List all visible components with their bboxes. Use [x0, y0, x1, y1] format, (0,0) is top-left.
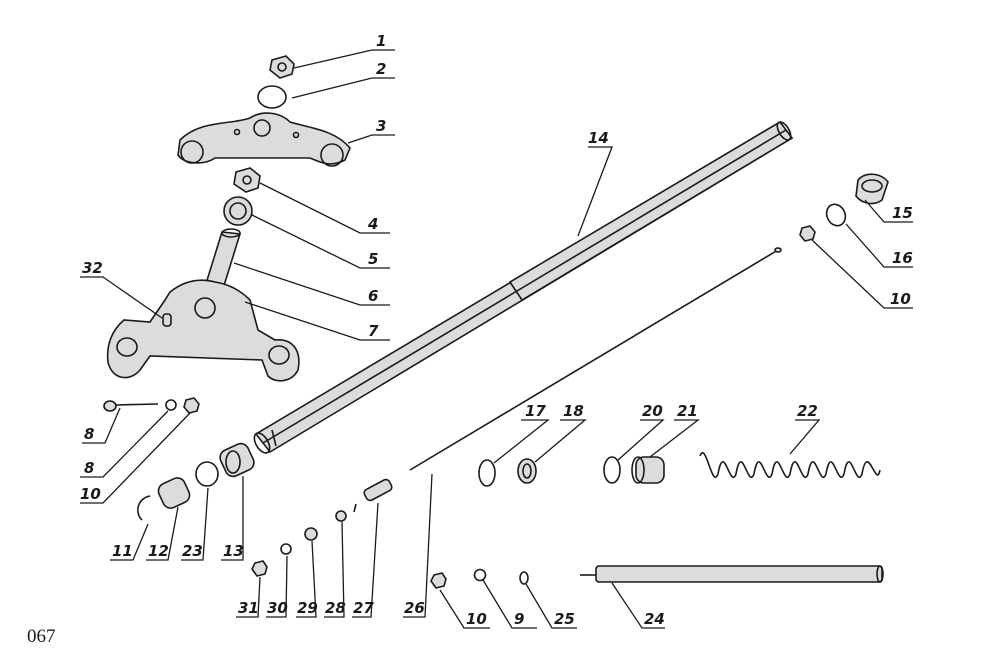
part-16-o-ring — [825, 203, 847, 227]
part-23-o-ring — [195, 461, 219, 487]
part-9-washer-left — [165, 399, 177, 411]
part-5-bearing — [223, 196, 253, 226]
callout-25: 25 — [554, 610, 575, 628]
callout-24: 24 — [644, 610, 665, 628]
callout-20: 20 — [642, 402, 663, 420]
page-number: 067 — [27, 626, 56, 647]
part-28-pin — [353, 503, 357, 513]
part-4-nut — [233, 167, 261, 193]
callout-23: 23 — [182, 542, 203, 560]
callout-16: 16 — [892, 249, 913, 267]
callout-8-washer: 8 — [84, 459, 94, 477]
callout-10-right: 10 — [890, 290, 911, 308]
callout-labels: 1 2 3 4 5 6 7 32 8 8 10 14 15 16 10 17 1… — [80, 32, 913, 628]
callout-1: 1 — [376, 32, 386, 50]
callout-15: 15 — [892, 204, 913, 222]
callout-17: 17 — [525, 402, 546, 420]
callout-6: 6 — [368, 287, 378, 305]
part-11-circlip — [137, 495, 151, 521]
callout-10-left: 10 — [80, 485, 101, 503]
callout-8-bolt: 8 — [84, 425, 94, 443]
part-15-cap-bolt — [855, 173, 889, 205]
part-7-lower-yoke — [106, 279, 300, 382]
callout-22: 22 — [797, 402, 818, 420]
callout-13: 13 — [223, 542, 244, 560]
part-31-nut — [251, 560, 268, 577]
part-27-valve — [363, 478, 393, 502]
part-25-washer — [519, 571, 529, 585]
part-1-nut — [269, 55, 295, 79]
leader-lines — [80, 49, 913, 629]
callout-5: 5 — [368, 250, 378, 268]
part-18-bushing — [517, 458, 537, 484]
callout-2: 2 — [376, 60, 386, 78]
callout-3: 3 — [376, 117, 386, 135]
part-3-upper-yoke — [177, 112, 351, 167]
part-24-damper-tube — [580, 565, 884, 583]
callout-10-bottom: 10 — [466, 610, 487, 628]
callout-26: 26 — [404, 599, 425, 617]
callout-27: 27 — [353, 599, 374, 617]
callout-9: 9 — [514, 610, 524, 628]
callout-30: 30 — [267, 599, 288, 617]
part-20-ring — [603, 456, 621, 484]
part-9-washer-bottom — [473, 568, 487, 582]
part-13-bushing — [219, 442, 255, 478]
part-26-damper-rod — [409, 247, 782, 471]
part-22-spring — [699, 452, 881, 478]
callout-28: 28 — [325, 599, 346, 617]
callout-4: 4 — [367, 215, 378, 233]
callout-18: 18 — [563, 402, 584, 420]
callout-14: 14 — [588, 129, 609, 147]
callout-31: 31 — [238, 599, 259, 617]
callout-21: 21 — [677, 402, 698, 420]
part-21-bushing — [631, 456, 665, 484]
part-32-pin — [162, 313, 172, 327]
part-28-washer — [335, 510, 347, 522]
part-12-seal — [157, 477, 191, 509]
callout-7: 7 — [368, 322, 379, 340]
part-10-nut-right — [799, 225, 816, 242]
part-17-ring — [478, 459, 496, 487]
callout-29: 29 — [297, 599, 318, 617]
callout-32: 32 — [82, 259, 103, 277]
callout-12: 12 — [148, 542, 169, 560]
part-2-washer — [257, 85, 287, 109]
part-30-washer — [280, 543, 292, 555]
part-10-nut-left — [183, 397, 200, 414]
part-29-star-washer — [304, 527, 318, 541]
part-14-fork-tube — [253, 120, 794, 454]
part-10-nut-bottom — [430, 572, 447, 589]
part-8-bolt — [103, 400, 159, 412]
callout-11: 11 — [112, 542, 133, 560]
